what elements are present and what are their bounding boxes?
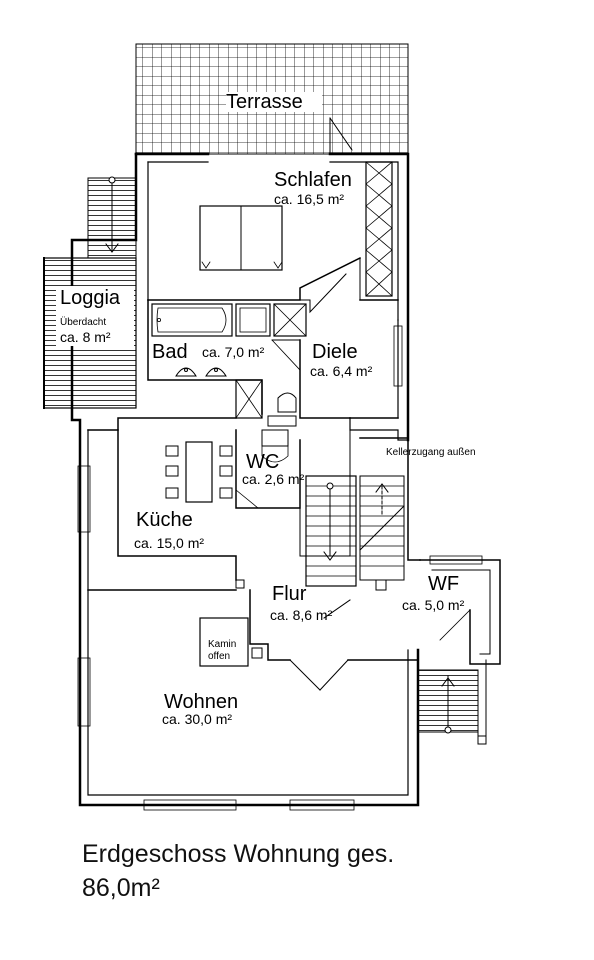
dining-table [185,441,213,503]
shower [235,303,271,337]
bathtub [151,303,233,337]
kueche-area: ca. 15,0 m² [134,535,205,551]
wc-area: ca. 2,6 m² [242,471,305,487]
bad-label: Bad [152,341,188,363]
loggia-area-label: ca. 8 m² [60,329,111,345]
flur-label: Flur [272,583,307,605]
wf-area: ca. 5,0 m² [402,597,465,613]
loggia-note: Überdacht [60,317,107,328]
sink-right [205,367,227,377]
schlafen-area: ca. 16,5 m² [274,191,345,207]
kueche-label: Küche [136,509,193,531]
sink-left [175,367,197,377]
wf-label: WF [428,573,460,595]
kamin [199,617,249,667]
flur-area: ca. 8,6 m² [270,607,333,623]
loggia-label: Loggia [60,287,121,309]
schlafen-label: Schlafen [274,169,352,191]
caption-line-1: Erdgeschoss Wohnung ges. [82,840,395,868]
diele-area: ca. 6,4 m² [310,363,373,379]
kamin-label-1: Kamin [208,639,237,650]
wohnen-area: ca. 30,0 m² [162,711,233,727]
kellerzugang-stair [305,475,357,587]
kellerzugang-label: Kellerzugang außen [386,447,476,458]
terrasse-label: Terrasse [226,91,303,113]
diele-label: Diele [312,341,358,363]
wohnen-label: Wohnen [164,691,239,713]
wc-label: WC [246,451,280,473]
caption-line-2: 86,0m² [82,874,160,902]
wardrobe [365,161,393,297]
bad-area: ca. 7,0 m² [202,344,265,360]
kamin-label-2: offen [208,651,231,662]
